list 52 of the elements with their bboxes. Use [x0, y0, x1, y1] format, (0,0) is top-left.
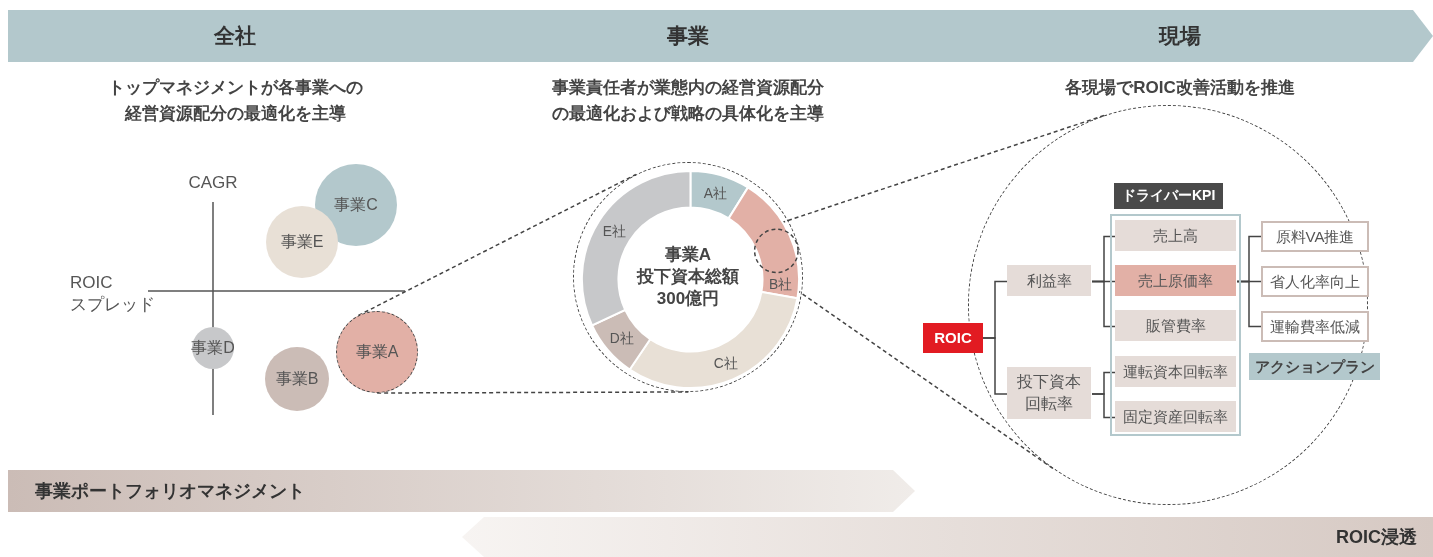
box-label: 固定資産回転率 — [1123, 406, 1228, 427]
header-arrow-band — [8, 10, 1433, 62]
kpi-box — [1007, 265, 1091, 296]
box-label: 運輸費率低減 — [1270, 316, 1360, 337]
kpi-box — [923, 323, 983, 353]
kpi-box — [1115, 401, 1236, 432]
kpi-box — [1115, 220, 1236, 251]
arrow-band — [462, 517, 1433, 557]
box-label: 投下資本回転率 — [1016, 372, 1082, 414]
segment-label: B社 — [769, 276, 793, 293]
bubble — [192, 327, 234, 369]
kpi-box — [1115, 356, 1236, 387]
box-label: 省人化率向上 — [1270, 271, 1360, 292]
axis-label: CAGR — [187, 172, 239, 194]
segment-label: E社 — [602, 222, 626, 239]
section-description: トップマネジメントが各事業への経営資源配分の最適化を主導 — [106, 77, 364, 125]
connector-line — [1091, 393, 1117, 419]
connector-line — [1091, 280, 1117, 328]
box-label: 売上原価率 — [1138, 270, 1213, 291]
box-label: 売上高 — [1153, 225, 1198, 246]
bubble-label: 事業D — [191, 337, 235, 358]
box-label: ROIC — [934, 328, 972, 348]
arrow-band — [8, 470, 915, 512]
section-heading: 事業 — [667, 23, 709, 49]
section-heading: 現場 — [1159, 23, 1201, 49]
donut-center-label: 事業A 投下資本総額 300億円 — [635, 244, 740, 310]
bubble-label: 事業E — [280, 231, 324, 252]
zoom-circle — [753, 228, 799, 274]
box-label: 販管費率 — [1145, 315, 1206, 336]
segment-label: D社 — [609, 330, 634, 347]
section-heading: 全社 — [214, 23, 256, 49]
bubble-label: 事業C — [334, 194, 378, 215]
band-label: ROIC浸透 — [1336, 526, 1417, 549]
kpi-box — [1115, 265, 1236, 296]
kpi-box — [1115, 310, 1236, 341]
connector-line — [1236, 280, 1262, 328]
segment-label: A社 — [703, 184, 727, 201]
axis-label: ROIC スプレッド — [70, 272, 156, 316]
box-label: 利益率 — [1026, 270, 1072, 291]
kpi-box — [1007, 367, 1091, 419]
frame-heading: ドライバーKPI — [1114, 183, 1224, 209]
box-label: 運転資本回転率 — [1123, 361, 1228, 382]
band-label: 事業ポートフォリオマネジメント — [35, 480, 305, 503]
bubble-label: 事業B — [275, 368, 319, 389]
segment-label: C社 — [713, 354, 738, 371]
connector-line — [982, 337, 1009, 395]
box-label: アクションプラン — [1254, 356, 1375, 377]
bubble-label: 事業A — [355, 341, 399, 362]
section-description: 各現場でROIC改善活動を推進 — [1064, 77, 1296, 99]
box-label: 原料VA推進 — [1275, 226, 1355, 247]
tag-box — [1249, 353, 1380, 380]
section-description: 事業責任者が業態内の経営資源配分の最適化および戦略の具体化を主導 — [551, 77, 825, 125]
